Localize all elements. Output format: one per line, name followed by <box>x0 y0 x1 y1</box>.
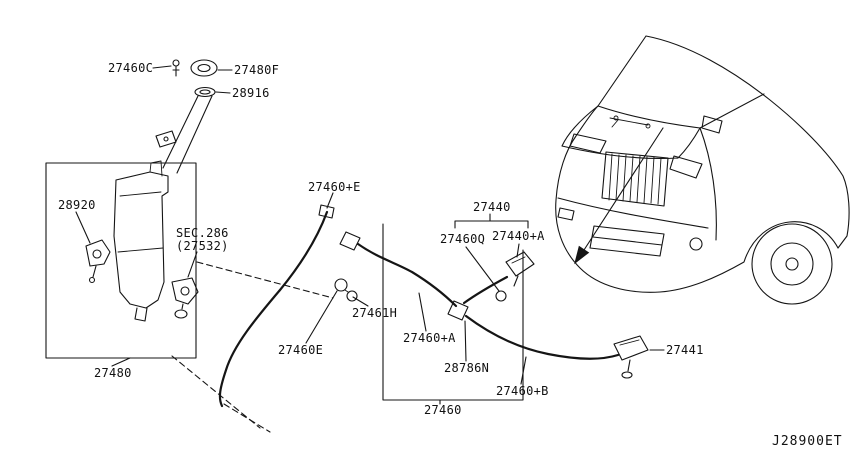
part-label-27460-A: 27460+A <box>403 331 456 345</box>
cap-screw <box>172 59 180 77</box>
assembly-box <box>45 162 197 359</box>
part-label-27460E: 27460E <box>278 343 324 357</box>
part-label-27441: 27441 <box>666 343 704 357</box>
hose-end-fitting <box>318 204 335 219</box>
hose-27460E <box>218 210 329 408</box>
windshield <box>597 93 765 129</box>
cap-packing <box>194 86 216 98</box>
part-label-27461H: 27461H <box>352 306 398 320</box>
grommet-27460Q <box>495 290 507 302</box>
part-label-27460: 27460 <box>424 403 462 417</box>
hose-coupler <box>339 231 361 251</box>
fog-lamp <box>689 237 703 251</box>
hose-branch <box>462 275 509 305</box>
part-label-27480: 27480 <box>94 366 132 380</box>
fittings <box>318 204 649 379</box>
reservoir-assembly <box>45 59 218 359</box>
part-label-28920: 28920 <box>58 198 96 212</box>
part-label-27480F: 27480F <box>234 63 280 77</box>
headlight-left <box>569 133 607 154</box>
part-label-27460Q: 27460Q <box>440 232 486 246</box>
hose-clip-27461H <box>334 278 358 302</box>
hose-27460B <box>464 314 620 360</box>
bracket-27440 <box>454 213 529 229</box>
leader-lines <box>75 65 665 405</box>
washer-hoses <box>218 210 620 408</box>
grille <box>601 151 669 207</box>
grille-hatch <box>608 153 662 205</box>
hose-27460A <box>356 242 458 308</box>
bracket-27460-group <box>382 223 524 405</box>
part-label-27440-A: 27440+A <box>492 229 545 243</box>
part-label-27460-E: 27460+E <box>308 180 361 194</box>
bumper-intake <box>589 225 665 257</box>
wiper <box>609 117 649 128</box>
dashed-reference-lines <box>171 261 334 433</box>
washer-pump <box>85 239 111 284</box>
hood-edges <box>561 105 701 159</box>
door-seam <box>699 127 717 241</box>
headlight-right <box>669 155 703 179</box>
part-label-27460C: 27460C <box>108 61 154 75</box>
part-label-28916: 28916 <box>232 86 270 100</box>
filler-neck <box>162 95 213 174</box>
front-wheel <box>751 223 833 305</box>
vehicle-outline <box>555 35 850 305</box>
bumper-crease <box>557 197 709 229</box>
neck-clip <box>155 130 177 148</box>
mirror <box>701 115 723 134</box>
part-label-27460-B: 27460+B <box>496 384 549 398</box>
nozzle-27440A <box>495 251 535 302</box>
washer-tank <box>113 171 169 309</box>
nozzle-27441 <box>613 335 649 379</box>
part-label-27440: 27440 <box>473 200 511 214</box>
diagram-code: J28900ET <box>772 434 843 449</box>
side-marker <box>557 207 575 221</box>
location-arrow <box>574 127 664 265</box>
section-ref-label: SEC.286 <box>176 226 229 240</box>
level-sensor <box>171 277 199 319</box>
part-label-28786N: 28786N <box>444 361 490 375</box>
section-ref-part: (27532) <box>176 239 229 253</box>
connector-28786N <box>447 300 469 321</box>
washer-cap <box>190 59 218 77</box>
